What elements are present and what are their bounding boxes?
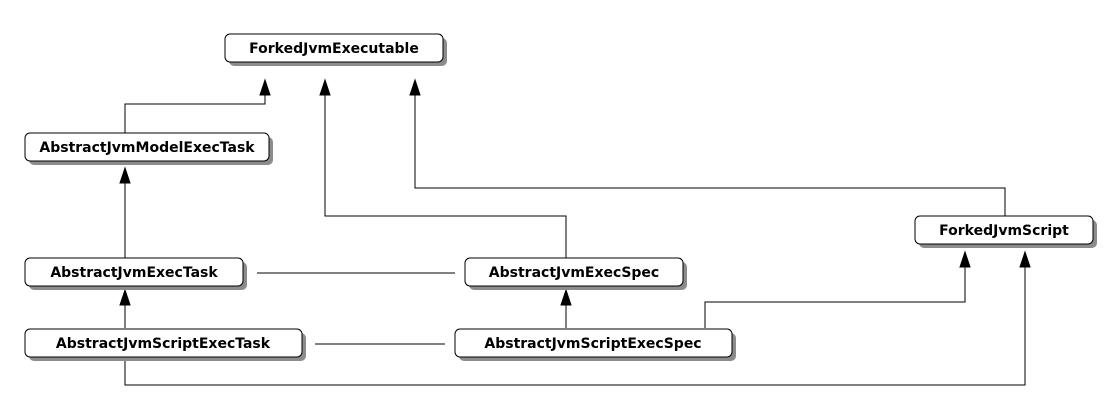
- node-label: ForkedJvmScript: [939, 223, 1069, 239]
- node-abstract-jvm-model-exec-task[interactable]: AbstractJvmModelExecTask: [24, 132, 273, 165]
- arrowhead: [119, 166, 131, 184]
- node-abstract-jvm-script-exec-task[interactable]: AbstractJvmScriptExecTask: [24, 328, 306, 361]
- node-label: ForkedJvmExecutable: [249, 41, 419, 57]
- arrowhead: [1019, 250, 1031, 268]
- edges: [119, 78, 1031, 386]
- node-label: AbstractJvmScriptExecSpec: [484, 336, 701, 352]
- node-label: AbstractJvmExecTask: [50, 265, 218, 281]
- edge-script-exec-task-to-forked-jvm-script: [124, 266, 1026, 386]
- node-forked-jvm-script[interactable]: ForkedJvmScript: [914, 215, 1097, 248]
- edge-script-exec-spec-to-forked-jvm-script: [704, 266, 966, 328]
- arrowhead: [409, 78, 421, 96]
- node-label: AbstractJvmModelExecTask: [39, 140, 255, 156]
- arrowhead: [319, 78, 331, 96]
- node-label: AbstractJvmExecSpec: [489, 265, 659, 281]
- edge-model-exec-task-to-forked-jvm-executable: [124, 94, 266, 133]
- node-abstract-jvm-exec-task[interactable]: AbstractJvmExecTask: [24, 257, 247, 290]
- edge-forked-jvm-script-to-forked-jvm-executable: [414, 94, 1006, 216]
- arrowhead: [959, 250, 971, 268]
- node-forked-jvm-executable[interactable]: ForkedJvmExecutable: [224, 33, 447, 66]
- edge-exec-spec-to-forked-jvm-executable: [324, 94, 567, 258]
- node-label: AbstractJvmScriptExecTask: [56, 336, 271, 352]
- node-abstract-jvm-exec-spec[interactable]: AbstractJvmExecSpec: [464, 257, 687, 290]
- node-abstract-jvm-script-exec-spec[interactable]: AbstractJvmScriptExecSpec: [454, 328, 736, 361]
- arrowhead: [259, 78, 271, 96]
- arrowhead: [119, 288, 131, 306]
- arrowhead: [560, 288, 572, 306]
